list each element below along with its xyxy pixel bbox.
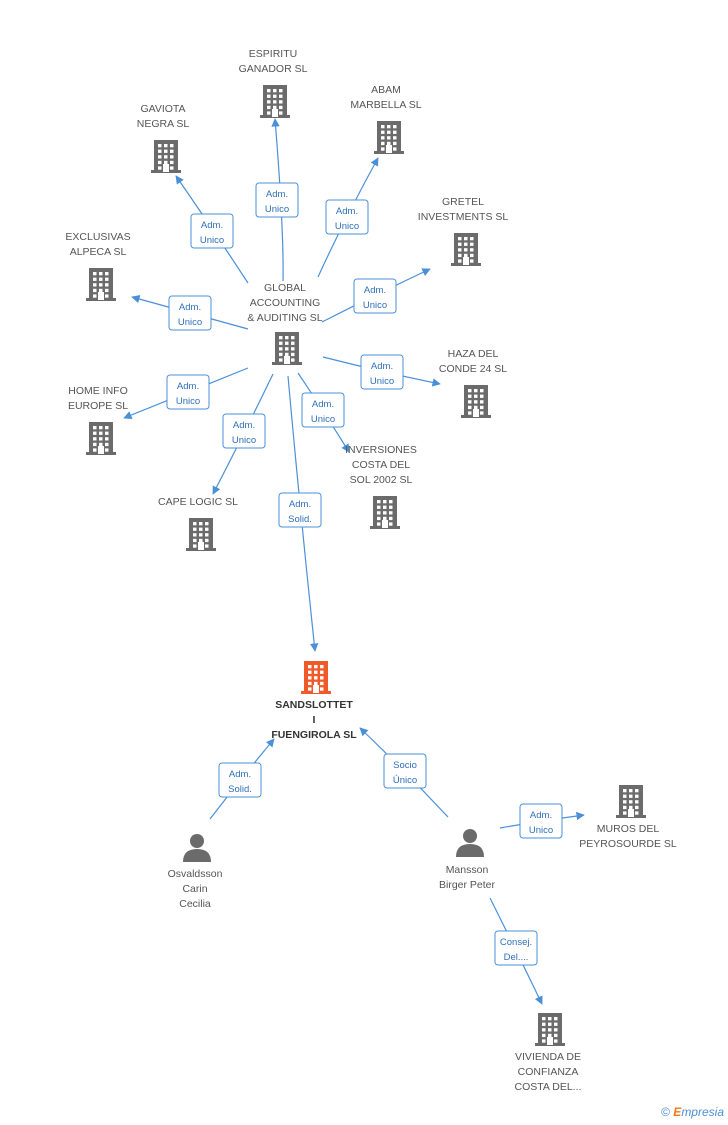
relation-label-gaviota[interactable]: Adm. Unico [190, 213, 234, 249]
relation-label-text: Unico [232, 435, 256, 446]
building-icon-sandslottet[interactable] [301, 661, 331, 694]
relation-label-text: Adm. [530, 810, 552, 821]
node-label-exclusivas[interactable]: ALPECA SL [70, 246, 127, 258]
relation-label-text: Adm. [179, 302, 201, 313]
node-label-gaviota[interactable]: NEGRA SL [137, 118, 190, 130]
node-label-gaviota[interactable]: GAVIOTA [140, 103, 185, 115]
relation-label-text: Adm. [289, 499, 311, 510]
node-label-global[interactable]: & AUDITING SL [247, 312, 322, 324]
copyright-icon: © [661, 1105, 670, 1119]
relation-label-text: Del.... [504, 952, 529, 963]
node-label-vivienda[interactable]: VIVIENDA DE [515, 1051, 581, 1063]
relation-label-text: Adm. [364, 285, 386, 296]
relation-label-text: Adm. [201, 220, 223, 231]
relation-label-muros[interactable]: Adm. Unico [519, 803, 563, 839]
relation-label-text: Unico [176, 396, 200, 407]
node-label-sandslottet[interactable]: I [313, 714, 316, 726]
relation-label-inversiones[interactable]: Adm. Unico [301, 392, 345, 428]
node-label-capelogic[interactable]: CAPE LOGIC SL [158, 496, 238, 508]
node-label-haza[interactable]: HAZA DEL [448, 348, 499, 360]
relation-label-text: Unico [311, 414, 335, 425]
node-label-homeinfo[interactable]: HOME INFO [68, 385, 128, 397]
relation-label-text: Adm. [229, 769, 251, 780]
node-label-abam[interactable]: MARBELLA SL [350, 99, 421, 111]
building-icon-inversiones[interactable] [370, 496, 400, 529]
relation-label-text: Adm. [177, 381, 199, 392]
brand-initial: E [673, 1105, 682, 1119]
brand-name: mpresia [681, 1105, 724, 1119]
building-icon-muros[interactable] [616, 785, 646, 818]
relation-label-text: Unico [370, 376, 394, 387]
relation-label-text: Consej. [500, 937, 532, 948]
person-icon-mansson[interactable] [456, 829, 484, 857]
node-label-muros[interactable]: MUROS DEL [597, 823, 660, 835]
node-label-sandslottet[interactable]: FUENGIROLA SL [271, 729, 357, 741]
relation-label-text: Socio [393, 760, 417, 771]
relation-label-espiritu[interactable]: Adm. Unico [255, 182, 299, 218]
relation-label-text: Unico [335, 221, 359, 232]
node-label-abam[interactable]: ABAM [371, 84, 401, 96]
relation-label-abam[interactable]: Adm. Unico [325, 199, 369, 235]
relation-label-text: Unico [265, 204, 289, 215]
node-label-haza[interactable]: CONDE 24 SL [439, 363, 507, 375]
node-label-global[interactable]: GLOBAL [264, 282, 306, 294]
building-icon-global[interactable] [272, 332, 302, 365]
building-icon-homeinfo[interactable] [86, 422, 116, 455]
relation-label-text: Unico [178, 317, 202, 328]
relation-label-text: Unico [200, 235, 224, 246]
building-icon-espiritu[interactable] [260, 85, 290, 118]
node-label-mansson[interactable]: Birger Peter [439, 879, 496, 891]
node-label-muros[interactable]: PEYROSOURDE SL [579, 838, 677, 850]
relation-label-gretel[interactable]: Adm. Unico [353, 278, 397, 314]
relation-label-text: Solid. [228, 784, 252, 795]
node-label-espiritu[interactable]: GANADOR SL [239, 63, 308, 75]
building-icon-haza[interactable] [461, 385, 491, 418]
node-label-osvaldsson[interactable]: Osvaldsson [168, 868, 223, 880]
node-label-osvaldsson[interactable]: Carin [182, 883, 207, 895]
relation-label-sandslottet[interactable]: Adm. Solid. [278, 492, 322, 528]
node-label-gretel[interactable]: GRETEL [442, 196, 484, 208]
building-icon-capelogic[interactable] [186, 518, 216, 551]
node-label-homeinfo[interactable]: EUROPE SL [68, 400, 128, 412]
relation-label-text: Solid. [288, 514, 312, 525]
relation-label-text: Único [393, 775, 417, 786]
node-label-espiritu[interactable]: ESPIRITU [249, 48, 297, 60]
node-label-inversiones[interactable]: COSTA DEL [352, 459, 410, 471]
relation-label-exclusivas[interactable]: Adm. Unico [168, 295, 212, 331]
building-icon-vivienda[interactable] [535, 1013, 565, 1046]
node-label-vivienda[interactable]: COSTA DEL... [515, 1081, 582, 1093]
node-label-inversiones[interactable]: INVERSIONES [345, 444, 417, 456]
relation-label-sandslottet[interactable]: Adm. Solid. [218, 762, 262, 798]
relation-label-vivienda[interactable]: Consej. Del.... [494, 930, 538, 966]
relation-label-text: Adm. [336, 206, 358, 217]
relation-label-text: Adm. [371, 361, 393, 372]
relation-label-haza[interactable]: Adm. Unico [360, 354, 404, 390]
node-label-inversiones[interactable]: SOL 2002 SL [350, 474, 413, 486]
building-icon-gaviota[interactable] [151, 140, 181, 173]
relation-label-text: Unico [363, 300, 387, 311]
node-label-gretel[interactable]: INVESTMENTS SL [418, 211, 509, 223]
building-icon-abam[interactable] [374, 121, 404, 154]
relation-label-text: Adm. [266, 189, 288, 200]
relation-label-text: Adm. [312, 399, 334, 410]
node-label-osvaldsson[interactable]: Cecilia [179, 898, 211, 910]
relation-label-capelogic[interactable]: Adm. Unico [222, 413, 266, 449]
building-icon-exclusivas[interactable] [86, 268, 116, 301]
node-label-global[interactable]: ACCOUNTING [250, 297, 321, 309]
relation-label-text: Unico [529, 825, 553, 836]
building-icon-gretel[interactable] [451, 233, 481, 266]
relation-label-text: Adm. [233, 420, 255, 431]
node-label-exclusivas[interactable]: EXCLUSIVAS [65, 231, 130, 243]
empresia-logo: © Empresia [661, 1105, 724, 1119]
person-icon-osvaldsson[interactable] [183, 834, 211, 862]
node-label-sandslottet[interactable]: SANDSLOTTET [275, 699, 353, 711]
node-label-mansson[interactable]: Mansson [446, 864, 489, 876]
node-label-vivienda[interactable]: CONFIANZA [518, 1066, 579, 1078]
relation-label-homeinfo[interactable]: Adm. Unico [166, 374, 210, 410]
